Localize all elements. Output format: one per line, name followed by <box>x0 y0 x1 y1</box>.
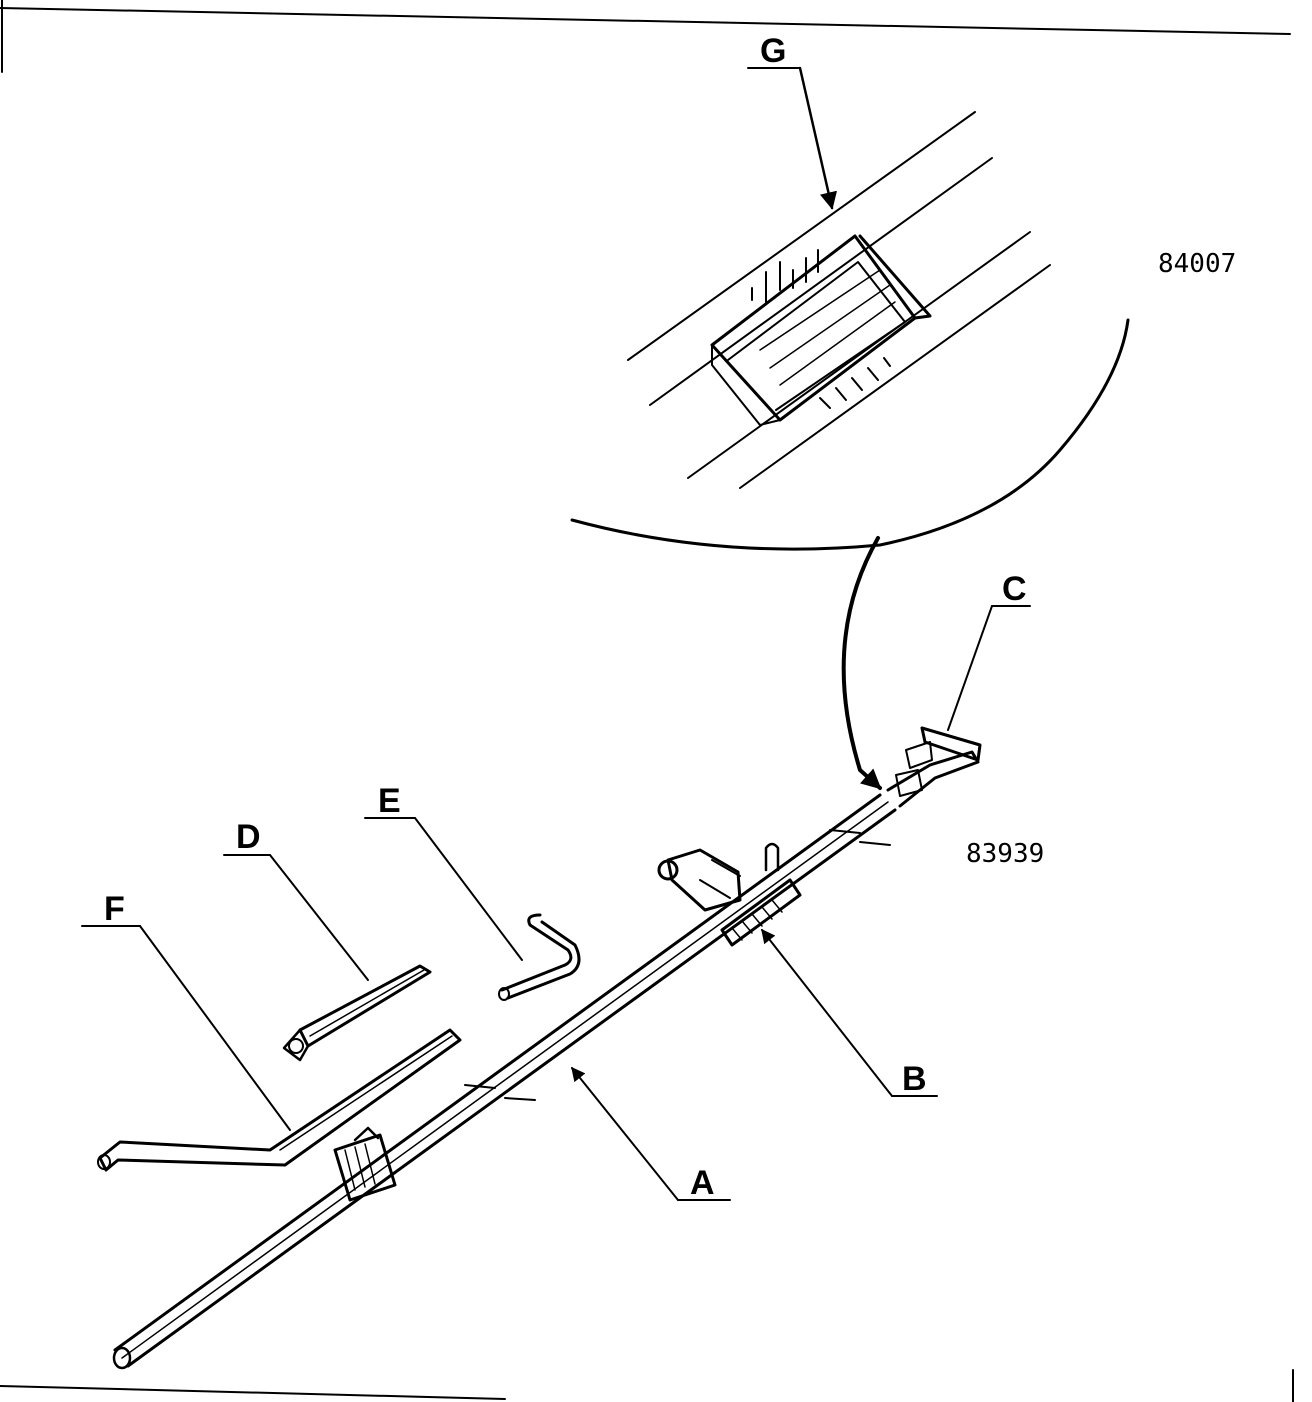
part-c-end-bracket <box>886 726 982 808</box>
detail-circle-arc <box>570 318 1130 551</box>
part-e-bent-pin <box>498 913 581 1001</box>
part-f-lever <box>97 1028 462 1172</box>
label-e: E <box>378 782 401 820</box>
detail-pointer-arrow <box>841 536 882 790</box>
channel-clip <box>710 234 932 426</box>
label-g: G <box>760 32 786 70</box>
part-a-end-fitting <box>333 1126 397 1202</box>
detail-view-g <box>570 111 1130 551</box>
part-b-clamp <box>657 842 802 947</box>
part-d-pin <box>282 964 432 1062</box>
part-a-rod <box>112 793 897 1370</box>
label-f: F <box>104 890 125 928</box>
ref-number-main: 83939 <box>966 839 1044 869</box>
label-a: A <box>690 1164 715 1202</box>
label-c: C <box>1002 570 1027 608</box>
label-b: B <box>902 1060 927 1098</box>
ref-number-detail: 84007 <box>1158 249 1236 279</box>
label-d: D <box>236 818 261 856</box>
